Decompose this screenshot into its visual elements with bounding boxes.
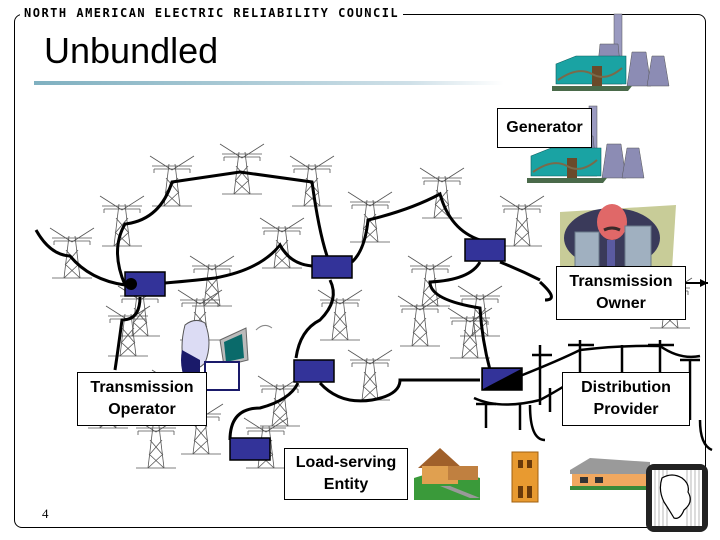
transmission-lines bbox=[34, 170, 553, 441]
substation-icon bbox=[293, 359, 335, 383]
distribution-lines bbox=[473, 340, 713, 452]
distribution-provider-label: Distribution Provider bbox=[562, 372, 690, 426]
transmission-owner-label: Transmission Owner bbox=[556, 266, 686, 320]
transmission-owner-arrow bbox=[686, 279, 708, 287]
substation-icon bbox=[464, 238, 506, 262]
slide-title: Unbundled bbox=[44, 30, 219, 71]
organization-header: North American Electric Reliability Coun… bbox=[20, 6, 404, 20]
power-plant-icon bbox=[551, 13, 670, 92]
businessman-icon bbox=[560, 204, 676, 275]
ranch-house-icon bbox=[570, 458, 650, 490]
substation-icon bbox=[311, 255, 353, 279]
substations bbox=[124, 238, 523, 461]
townhouse-icon bbox=[511, 451, 539, 503]
title-underline bbox=[34, 81, 504, 85]
load-serving-entity-label: Load-serving Entity bbox=[284, 448, 408, 500]
nerc-map-logo-icon bbox=[646, 464, 708, 532]
distribution-substation-icon bbox=[481, 367, 523, 391]
transmission-operator-label: Transmission Operator bbox=[77, 372, 207, 426]
generator-label: Generator bbox=[497, 108, 592, 148]
house-icon bbox=[414, 448, 480, 500]
substation-icon bbox=[229, 437, 271, 461]
page-number: 4 bbox=[42, 506, 49, 521]
